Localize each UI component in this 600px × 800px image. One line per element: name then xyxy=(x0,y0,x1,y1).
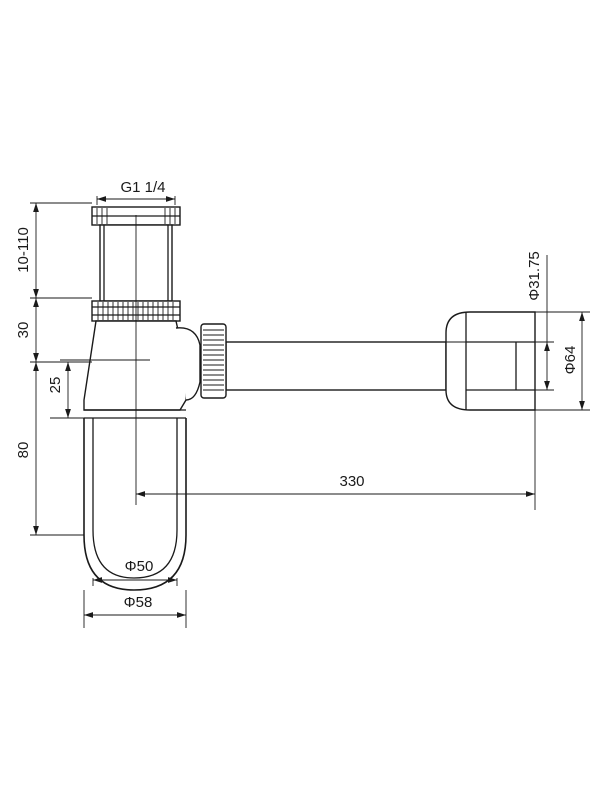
dim-outlet-offset-label: 25 xyxy=(47,377,64,394)
dim-pipe-diameter: Φ31.75 xyxy=(446,251,554,391)
dim-outer-diameter: Φ58 xyxy=(83,590,187,628)
dim-height-adjust-label: 10-110 xyxy=(15,227,32,273)
dimension-lines: G1 1/4 10-110 30 25 80 xyxy=(15,179,590,628)
dim-rosette-diameter-label: Φ64 xyxy=(562,346,579,375)
dim-height-adjust: 10-110 xyxy=(15,203,39,298)
bottle-body xyxy=(83,320,201,419)
dim-rosette-diameter: Φ64 xyxy=(535,311,590,411)
dim-nut-height: 30 xyxy=(15,298,39,362)
dim-bottle-height-label: 80 xyxy=(15,442,32,459)
dim-thread: G1 1/4 xyxy=(96,179,176,205)
outlet-nut-knurling xyxy=(203,329,224,391)
dim-nut-height-label: 30 xyxy=(15,322,32,339)
dim-thread-label: G1 1/4 xyxy=(120,179,165,196)
top-cap-knurling xyxy=(96,208,176,224)
dim-bottle-height: 80 xyxy=(15,362,39,535)
wall-rosette xyxy=(445,311,536,411)
dim-inner-diameter-label: Φ50 xyxy=(125,558,154,575)
outlet-nut xyxy=(200,323,227,399)
dim-pipe-diameter-label: Φ31.75 xyxy=(526,251,543,301)
dim-inner-diameter: Φ50 xyxy=(92,558,178,586)
outlet-pipe xyxy=(225,341,447,391)
siphon-assembly xyxy=(60,206,536,591)
dim-pipe-length-label: 330 xyxy=(339,473,364,490)
dim-outlet-offset: 25 xyxy=(47,362,71,418)
union-nut-knurling xyxy=(97,302,174,320)
dim-outer-diameter-label: Φ58 xyxy=(124,594,153,611)
dim-pipe-length: 330 xyxy=(136,400,536,510)
